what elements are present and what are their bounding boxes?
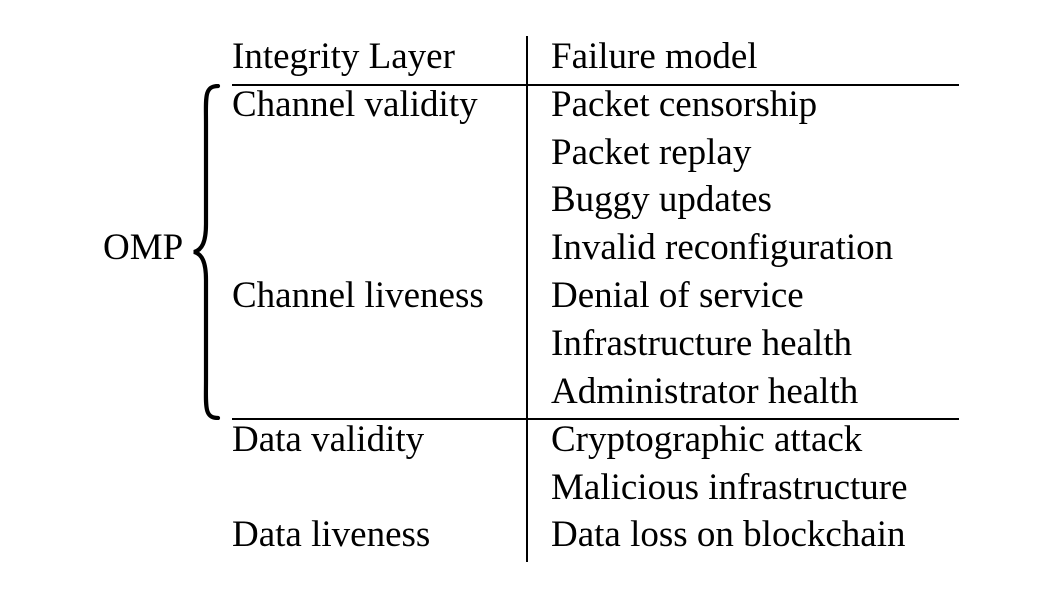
header-rule bbox=[232, 84, 959, 86]
row-3-failure: Buggy updates bbox=[551, 179, 772, 220]
row-8-layer: Data validity bbox=[232, 419, 425, 460]
row-10-layer: Data liveness bbox=[232, 514, 431, 555]
row-1-layer: Channel validity bbox=[232, 84, 478, 125]
header-failure-model: Failure model bbox=[551, 36, 758, 77]
row-6-failure: Infrastructure health bbox=[551, 323, 852, 364]
row-7-failure: Administrator health bbox=[551, 371, 859, 412]
header-integrity-layer: Integrity Layer bbox=[232, 36, 455, 77]
row-10-failure: Data loss on blockchain bbox=[551, 514, 906, 555]
left-brace bbox=[193, 84, 221, 420]
row-8-failure: Cryptographic attack bbox=[551, 419, 863, 460]
column-divider bbox=[526, 36, 528, 562]
row-4-failure: Invalid reconfiguration bbox=[551, 227, 894, 268]
row-2-failure: Packet replay bbox=[551, 132, 752, 173]
row-5-layer: Channel liveness bbox=[232, 275, 484, 316]
section-rule bbox=[232, 418, 959, 420]
row-9-failure: Malicious infrastructure bbox=[551, 467, 908, 508]
row-5-failure: Denial of service bbox=[551, 275, 804, 316]
group-label-omp: OMP bbox=[103, 227, 184, 268]
row-1-failure: Packet censorship bbox=[551, 84, 818, 125]
